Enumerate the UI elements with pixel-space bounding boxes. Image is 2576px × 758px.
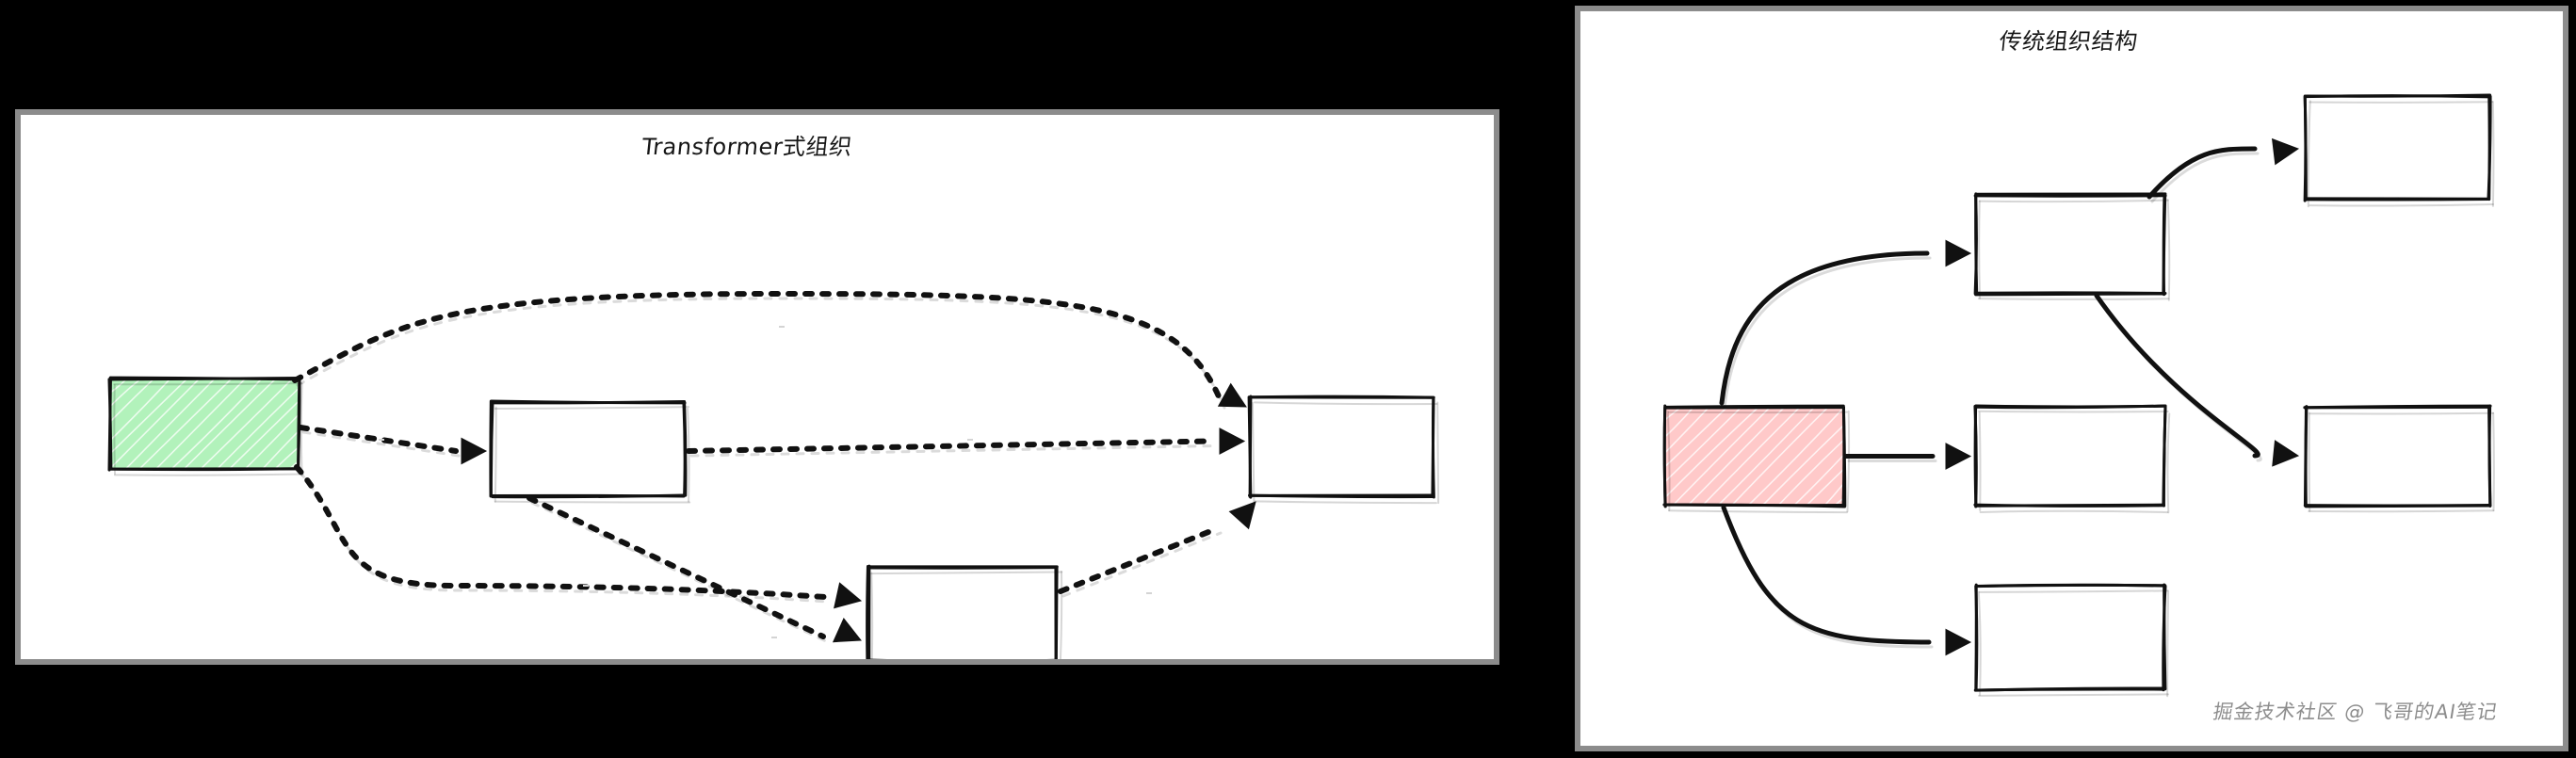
- dotted-connector: [527, 495, 828, 643]
- node-shape: [489, 399, 691, 504]
- arrow-head: [1228, 501, 1256, 530]
- node-shape: [1662, 404, 1851, 514]
- solid-connector: [1721, 505, 1934, 649]
- solid-connector: [2094, 293, 2262, 462]
- node-shape: [2303, 404, 2495, 513]
- dotted-connector: [298, 425, 461, 458]
- arrow-head: [1217, 382, 1247, 408]
- solid-connector: [2147, 146, 2260, 203]
- arrow-head: [832, 618, 862, 643]
- arrow-head: [1945, 443, 1972, 470]
- node-shape: [2303, 93, 2495, 208]
- node-shape: [1973, 583, 2170, 698]
- node-shape: [1973, 404, 2171, 514]
- traditional-org-graphics: [1662, 93, 2495, 698]
- node-shape: [107, 376, 304, 477]
- solid-connector: [1719, 250, 1932, 410]
- arrow-head: [1945, 628, 1972, 656]
- arrow-head: [2271, 137, 2300, 166]
- solid-connector: [1843, 454, 1937, 462]
- arrow-head: [461, 437, 488, 465]
- dotted-connector: [686, 438, 1217, 458]
- node-shape: [1973, 192, 2171, 301]
- arrow-head: [1945, 239, 1972, 267]
- node-shape: [866, 564, 1063, 659]
- dotted-connector: [1058, 525, 1223, 598]
- node-shape: [1247, 395, 1440, 505]
- traditional-org-panel: 传统组织结构 掘金技术社区 @ 飞哥的AI笔记: [1580, 11, 2563, 746]
- arrow-head: [2272, 440, 2300, 467]
- transformer-org-panel: Transformer式组织: [21, 115, 1494, 659]
- dotted-connector: [292, 290, 1226, 410]
- arrow-head: [834, 582, 863, 609]
- transformer-org-graphics: [107, 290, 1440, 659]
- arrow-head: [1219, 427, 1246, 455]
